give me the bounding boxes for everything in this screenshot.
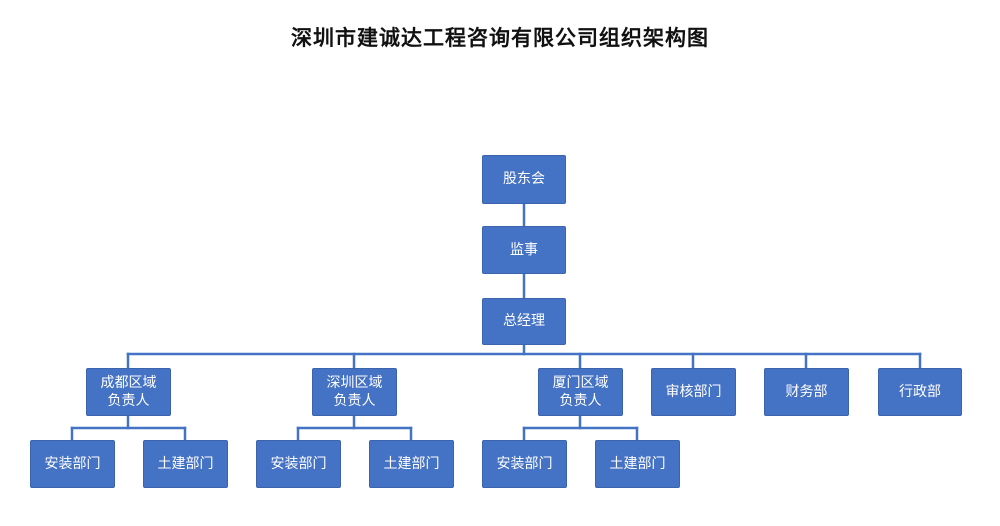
node-xiamen-install-dept: 安装部门 [482,440,567,488]
node-chengdu-region-head: 成都区域 负责人 [86,368,171,416]
node-shenzhen-install-dept: 安装部门 [256,440,341,488]
node-shareholders: 股东会 [482,155,566,204]
node-chengdu-civil-dept: 土建部门 [143,440,228,488]
node-xiamen-civil-dept: 土建部门 [595,440,680,488]
node-shenzhen-civil-dept: 土建部门 [369,440,454,488]
node-xiamen-region-head: 厦门区域 负责人 [538,368,623,416]
node-general-manager: 总经理 [482,298,566,345]
node-finance-dept: 财务部 [764,368,849,416]
chart-title: 深圳市建诚达工程咨询有限公司组织架构图 [291,25,709,50]
node-chengdu-install-dept: 安装部门 [30,440,115,488]
node-admin-dept: 行政部 [878,368,962,416]
node-supervisor: 监事 [482,226,566,274]
node-shenzhen-region-head: 深圳区域 负责人 [312,368,397,416]
node-audit-dept: 审核部门 [651,368,736,416]
